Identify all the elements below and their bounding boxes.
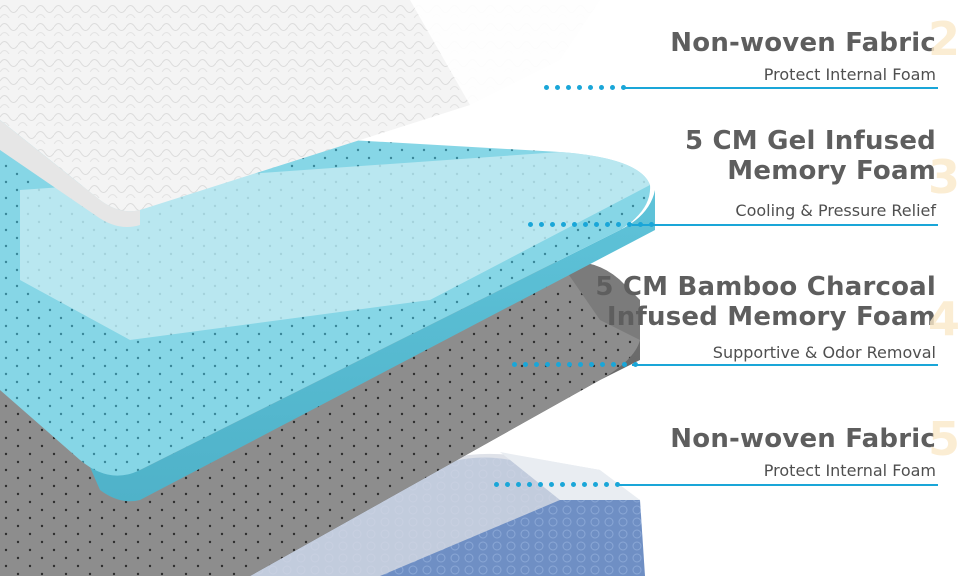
layer-title-line1: 5 CM Gel Infused [684, 126, 936, 156]
callout-dots [512, 362, 638, 368]
base-fabric-layer [250, 452, 645, 576]
layer-number: 2 [927, 12, 960, 66]
gel-foam-layer [0, 120, 655, 502]
layer-number: 5 [927, 412, 960, 466]
callout-line [632, 224, 938, 226]
layer-title: Non-woven Fabric [670, 424, 936, 454]
layer-title-line2: Infused Memory Foam [606, 302, 936, 332]
layer-subtitle: Protect Internal Foam [763, 65, 936, 84]
layer-number: 3 [927, 150, 960, 204]
top-cover-layer [0, 0, 640, 228]
layer-label-top-fabric: Non-woven Fabric Protect Internal Foam [670, 28, 936, 86]
layer-subtitle: Protect Internal Foam [763, 461, 936, 480]
layer-label-charcoal-foam: 5 CM Bamboo Charcoal Infused Memory Foam… [595, 272, 936, 364]
layer-title: Non-woven Fabric [670, 28, 936, 58]
callout-dots [544, 85, 626, 91]
layer-subtitle: Cooling & Pressure Relief [735, 201, 936, 220]
callout-line [632, 364, 938, 366]
layer-number: 4 [927, 292, 960, 346]
callout-line [618, 484, 938, 486]
layer-title-line2: Memory Foam [727, 156, 936, 186]
layer-label-bottom-fabric: Non-woven Fabric Protect Internal Foam [670, 424, 936, 482]
layer-subtitle: Supportive & Odor Removal [712, 343, 936, 362]
layer-label-gel-foam: 5 CM Gel Infused Memory Foam Cooling & P… [685, 126, 936, 222]
callout-dots [494, 482, 620, 488]
layer-title-line1: 5 CM Bamboo Charcoal [595, 272, 936, 302]
callout-dots [528, 222, 654, 228]
callout-line [622, 87, 938, 89]
